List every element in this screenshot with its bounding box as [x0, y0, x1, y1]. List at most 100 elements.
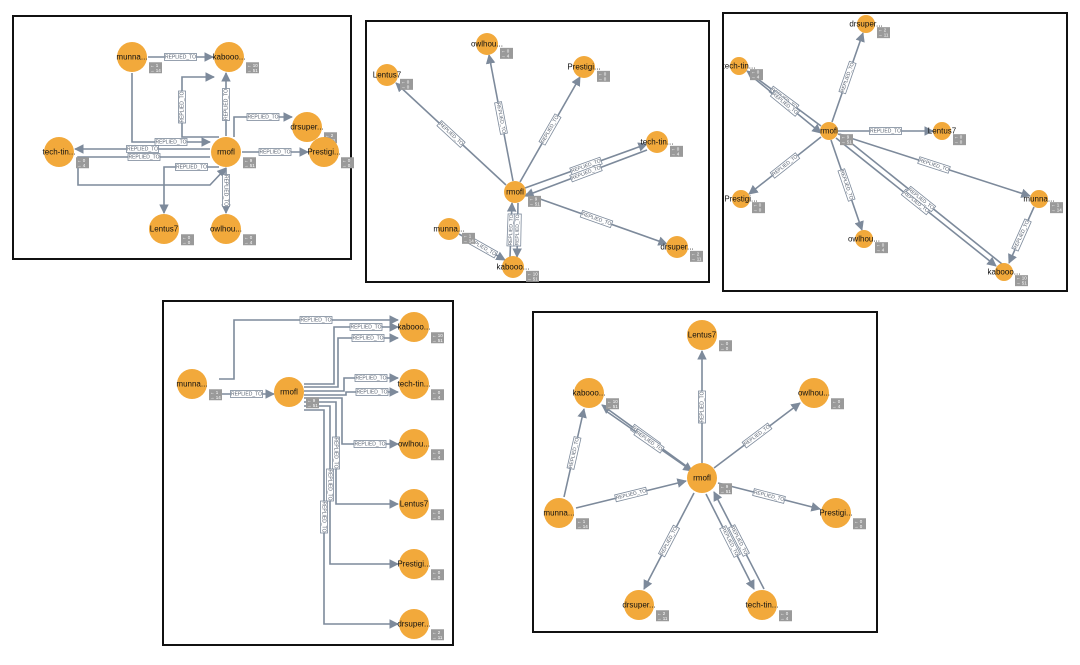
node-munna[interactable]: munna...← 1→ 14: [433, 218, 475, 244]
node-owlhou[interactable]: owlhou...← 0→ 4: [471, 33, 513, 59]
edge-replied-to[interactable]: REPLIED_TO: [304, 401, 399, 509]
badge-in: ← 1: [463, 233, 472, 238]
node-munna[interactable]: munna...← 1→ 14: [1023, 190, 1063, 214]
edge-replied-to[interactable]: REPLIED_TO: [1008, 206, 1035, 264]
edge-replied-to[interactable]: REPLIED_TO: [242, 147, 309, 157]
edge-replied-to[interactable]: REPLIED_TO: [643, 492, 695, 590]
edge-replied-to[interactable]: REPLIED_TO: [713, 491, 765, 590]
edge-replied-to[interactable]: REPLIED_TO: [525, 193, 668, 246]
node-drsuper[interactable]: drsuper...← 2→ 11: [660, 236, 703, 262]
node-label: munna...: [433, 225, 464, 234]
node-lentus7[interactable]: Lentus7← 0→ 0: [399, 489, 444, 521]
edge-label: REPLIED_TO: [837, 168, 856, 202]
edge-label: REPLIED_TO: [299, 316, 333, 324]
edge-replied-to[interactable]: REPLIED_TO: [524, 149, 648, 198]
edge-replied-to[interactable]: REPLIED_TO: [605, 410, 693, 472]
edge-label-text: REPLIED_TO: [568, 437, 581, 469]
node-kabooo[interactable]: kabooo...← 10→ 51: [213, 42, 259, 74]
edge-replied-to[interactable]: REPLIED_TO: [304, 397, 399, 449]
edge-replied-to[interactable]: REPLIED_TO: [512, 202, 522, 258]
node-techtin[interactable]: tech-tin...← 0→ 4: [398, 369, 444, 401]
node-rmofl[interactable]: rmofl← 9→ 51: [274, 377, 319, 409]
edge-replied-to[interactable]: REPLIED_TO: [830, 139, 864, 231]
edge-layer: REPLIED_TOREPLIED_TOREPLIED_TOREPLIED_TO…: [219, 315, 399, 629]
node-drsuper[interactable]: drsuper...← 2→ 11: [622, 590, 669, 622]
edge-replied-to[interactable]: REPLIED_TO: [575, 478, 687, 509]
edge-replied-to[interactable]: REPLIED_TO: [713, 402, 801, 469]
node-kabooo[interactable]: kabooo...← 10→ 51: [573, 378, 619, 410]
edge-replied-to[interactable]: REPLIED_TO: [74, 144, 210, 154]
edge-replied-to[interactable]: REPLIED_TO: [304, 333, 399, 388]
edge-label: REPLIED_TO: [741, 422, 773, 449]
edge-replied-to[interactable]: REPLIED_TO: [717, 482, 821, 512]
edge-replied-to[interactable]: REPLIED_TO: [77, 153, 227, 186]
edge-label: REPLIED_TO: [349, 323, 383, 331]
node-owlhou[interactable]: owlhou...← 0→ 4: [398, 429, 444, 461]
edge-label: REPLIED_TO: [917, 156, 951, 174]
node-owlhou[interactable]: owlhou...← 0→ 4: [848, 230, 888, 254]
edge-replied-to[interactable]: REPLIED_TO: [705, 493, 755, 590]
node-circle: [376, 64, 398, 86]
edge-replied-to[interactable]: REPLIED_TO: [395, 82, 507, 186]
edge-replied-to[interactable]: REPLIED_TO: [219, 315, 399, 380]
node-lentus7[interactable]: Lentus7← 0→ 0: [928, 122, 966, 146]
edge-replied-to[interactable]: REPLIED_TO: [304, 322, 399, 385]
graph-canvas-4[interactable]: REPLIED_TOREPLIED_TOREPLIED_TOREPLIED_TO…: [164, 302, 452, 644]
node-drsuper[interactable]: drsuper...← 2→ 11: [849, 15, 890, 39]
edge-replied-to[interactable]: REPLIED_TO: [159, 163, 219, 214]
node-munna[interactable]: munna...← 1→ 14: [116, 42, 162, 74]
edge-replied-to[interactable]: REPLIED_TO: [748, 136, 822, 195]
graph-canvas-1[interactable]: REPLIED_TOREPLIED_TOREPLIED_TOREPLIED_TO…: [14, 17, 354, 258]
node-rmofl[interactable]: rmofl← 9→ 51: [820, 122, 853, 146]
edge-replied-to[interactable]: REPLIED_TO: [233, 112, 293, 138]
node-rmofl[interactable]: rmofl← 9→ 51: [504, 181, 541, 207]
node-lentus7[interactable]: Lentus7← 0→ 0: [373, 64, 413, 90]
edge-replied-to[interactable]: REPLIED_TO: [485, 54, 514, 182]
edge-replied-to[interactable]: REPLIED_TO: [221, 168, 231, 214]
badge-out: → 0: [182, 240, 191, 245]
node-lentus7[interactable]: Lentus7← 0→ 0: [687, 320, 732, 352]
node-kabooo[interactable]: kabooo...← 10→ 51: [398, 312, 444, 344]
node-lentus7[interactable]: Lentus7← 0→ 0: [149, 214, 194, 246]
node-rmofl[interactable]: rmofl← 9→ 51: [211, 137, 256, 169]
edge-replied-to[interactable]: REPLIED_TO: [563, 408, 587, 498]
edge-replied-to[interactable]: REPLIED_TO: [837, 133, 1031, 198]
edge-replied-to[interactable]: REPLIED_TO: [304, 409, 399, 629]
edge-replied-to[interactable]: REPLIED_TO: [304, 373, 399, 392]
edge-replied-to[interactable]: REPLIED_TO: [304, 405, 399, 569]
node-techtin[interactable]: tech-tin...← 0→ 4: [723, 57, 763, 81]
node-prestigi[interactable]: Prestigi...← 0→ 0: [819, 498, 866, 530]
node-prestigi[interactable]: Prestigi...← 0→ 0: [397, 549, 444, 581]
node-munna[interactable]: munna...← 1→ 14: [543, 498, 589, 530]
node-drsuper[interactable]: drsuper...← 2→ 11: [397, 609, 444, 641]
edge-replied-to[interactable]: REPLIED_TO: [831, 32, 865, 123]
node-prestigi[interactable]: Prestigi...← 0→ 0: [724, 190, 765, 214]
node-rmofl[interactable]: rmofl← 9→ 51: [687, 463, 732, 495]
edge-replied-to[interactable]: REPLIED_TO: [219, 389, 275, 399]
node-circle: [117, 42, 147, 72]
edge-replied-to[interactable]: REPLIED_TO: [748, 73, 822, 134]
node-owlhou[interactable]: owlhou...← 0→ 4: [798, 378, 844, 410]
graph-canvas-3[interactable]: REPLIED_TOREPLIED_TOREPLIED_TOREPLIED_TO…: [723, 14, 1066, 290]
edge-replied-to[interactable]: REPLIED_TO: [838, 126, 934, 136]
node-kabooo[interactable]: kabooo...← 10→ 51: [988, 263, 1028, 287]
edge-replied-to[interactable]: REPLIED_TO: [131, 73, 211, 147]
node-techtin[interactable]: tech-tin...← 0→ 4: [746, 590, 792, 622]
node-owlhou[interactable]: owlhou...← 0→ 4: [210, 214, 256, 246]
node-prestigi[interactable]: Prestigi...← 0→ 0: [567, 56, 610, 82]
edge-replied-to[interactable]: REPLIED_TO: [524, 142, 648, 189]
node-prestigi[interactable]: Prestigi...← 0→ 0: [307, 137, 354, 169]
node-circle: [821, 498, 851, 528]
edge-replied-to[interactable]: REPLIED_TO: [697, 350, 707, 463]
edge-replied-to[interactable]: REPLIED_TO: [178, 72, 220, 138]
edge-replied-to[interactable]: REPLIED_TO: [304, 387, 399, 397]
edge-replied-to[interactable]: REPLIED_TO: [519, 76, 581, 183]
node-munna[interactable]: munna...← 1→ 14: [176, 369, 222, 401]
edge-replied-to[interactable]: REPLIED_TO: [148, 52, 214, 62]
node-kabooo[interactable]: kabooo...← 10→ 51: [497, 256, 539, 282]
edge-replied-to[interactable]: REPLIED_TO: [221, 72, 231, 136]
node-techtin[interactable]: tech-tin...← 0→ 4: [641, 131, 683, 157]
node-techtin[interactable]: tech-tin...← 0→ 4: [43, 137, 89, 169]
